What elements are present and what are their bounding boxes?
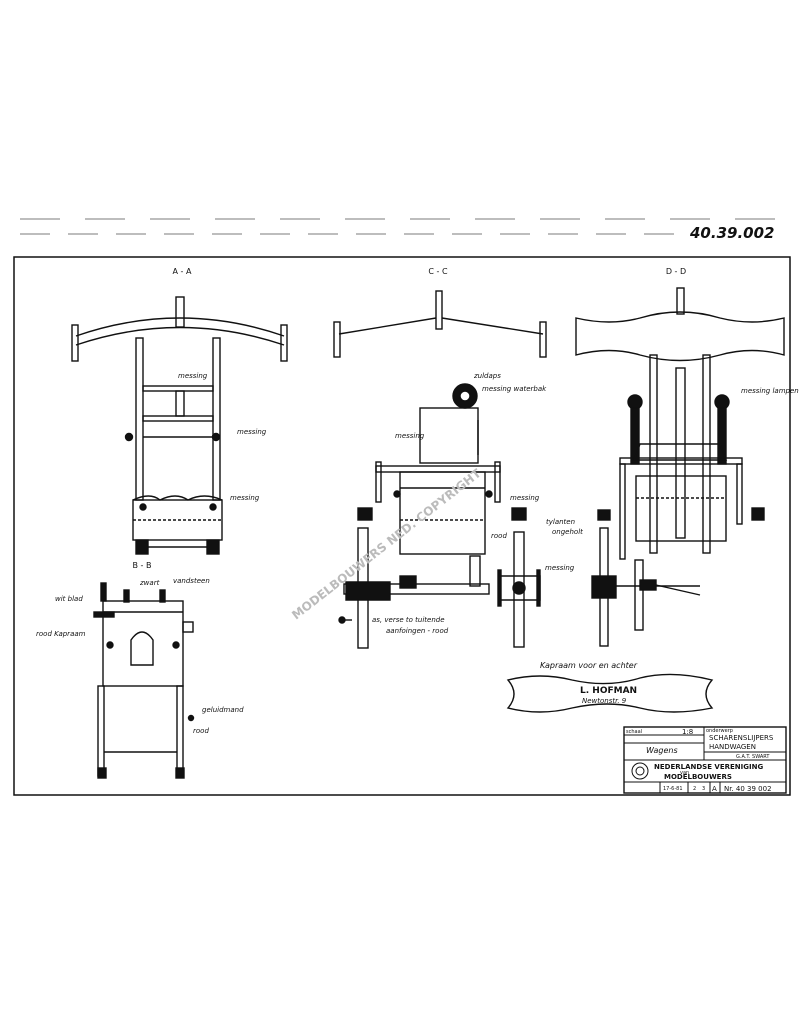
sheet-number: 40.39.002 (689, 224, 774, 242)
label-rood-2: rood (491, 532, 507, 540)
note-as-1: as, verse to tuitende (372, 616, 445, 624)
label-zwart: zwart (139, 579, 160, 587)
label-wit-blad: wit blad (55, 595, 83, 603)
tb-drawing-no: Nr. 40 39 002 (724, 785, 772, 793)
tb-society-2: MODELBOUWERS (664, 773, 732, 781)
view-b-b (93, 582, 195, 779)
label-geluidmand: geluidmand (202, 706, 244, 714)
tb-object-label: onderwerp (706, 728, 733, 734)
kapraam-addr: Newtonstr. 9 (582, 697, 627, 705)
section-title-dd: D - D (666, 267, 686, 276)
tb-date: 17-6-81 (663, 786, 683, 792)
scan-strip (20, 218, 780, 235)
label-tylanten: tylanten (546, 518, 575, 526)
tb-sheet-of: 3 (702, 786, 705, 792)
label-messing-2: messing (237, 428, 267, 436)
view-d-d (575, 287, 785, 647)
section-title-cc: C - C (428, 267, 448, 276)
label-messing-4: messing (395, 432, 425, 440)
label-messing-waterbak: messing waterbak (482, 385, 547, 393)
tb-scale-value: 1:8 (682, 728, 693, 736)
note-as-2: aanfoingen - rood (386, 627, 449, 635)
tb-category: Wagens (646, 746, 678, 755)
label-zuldaps: zuldaps (473, 372, 501, 380)
tb-sheet-index: 2 (693, 786, 696, 792)
label-messing-6: messing (545, 564, 575, 572)
view-c-c (333, 290, 547, 649)
kapraam-name: L. HOFMAN (580, 686, 637, 696)
tb-drawn-by: G.A.T. SWART (736, 754, 770, 760)
section-title-aa: A - A (173, 267, 192, 276)
tb-revision: A (712, 785, 717, 793)
tb-society-1: NEDERLANDSE VERENIGING (654, 763, 763, 771)
label-rood-1: rood (193, 727, 209, 735)
tb-object-1: SCHARENSLIJPERS (709, 734, 774, 742)
kapraam-profile (506, 673, 714, 713)
label-messing-5: messing (510, 494, 540, 502)
label-rood-kapraam: rood Kapraam (36, 630, 86, 638)
tb-society-small: van (680, 770, 689, 776)
kapraam-caption: Kapraam voor en achter (540, 661, 638, 670)
tb-scale-label: schaal (626, 729, 642, 735)
label-messing-lampen: messing lampen (741, 387, 799, 395)
drawing-frame (13, 256, 791, 796)
label-messing-3: messing (230, 494, 260, 502)
section-title-bb: B - B (133, 561, 152, 570)
view-a-a (71, 296, 288, 555)
label-messing-1: messing (178, 372, 208, 380)
label-vandsteen: vandsteen (173, 577, 210, 585)
title-block (623, 726, 787, 794)
tb-object-2: HANDWAGEN (709, 743, 756, 751)
label-ongeholt: ongeholt (552, 528, 583, 536)
